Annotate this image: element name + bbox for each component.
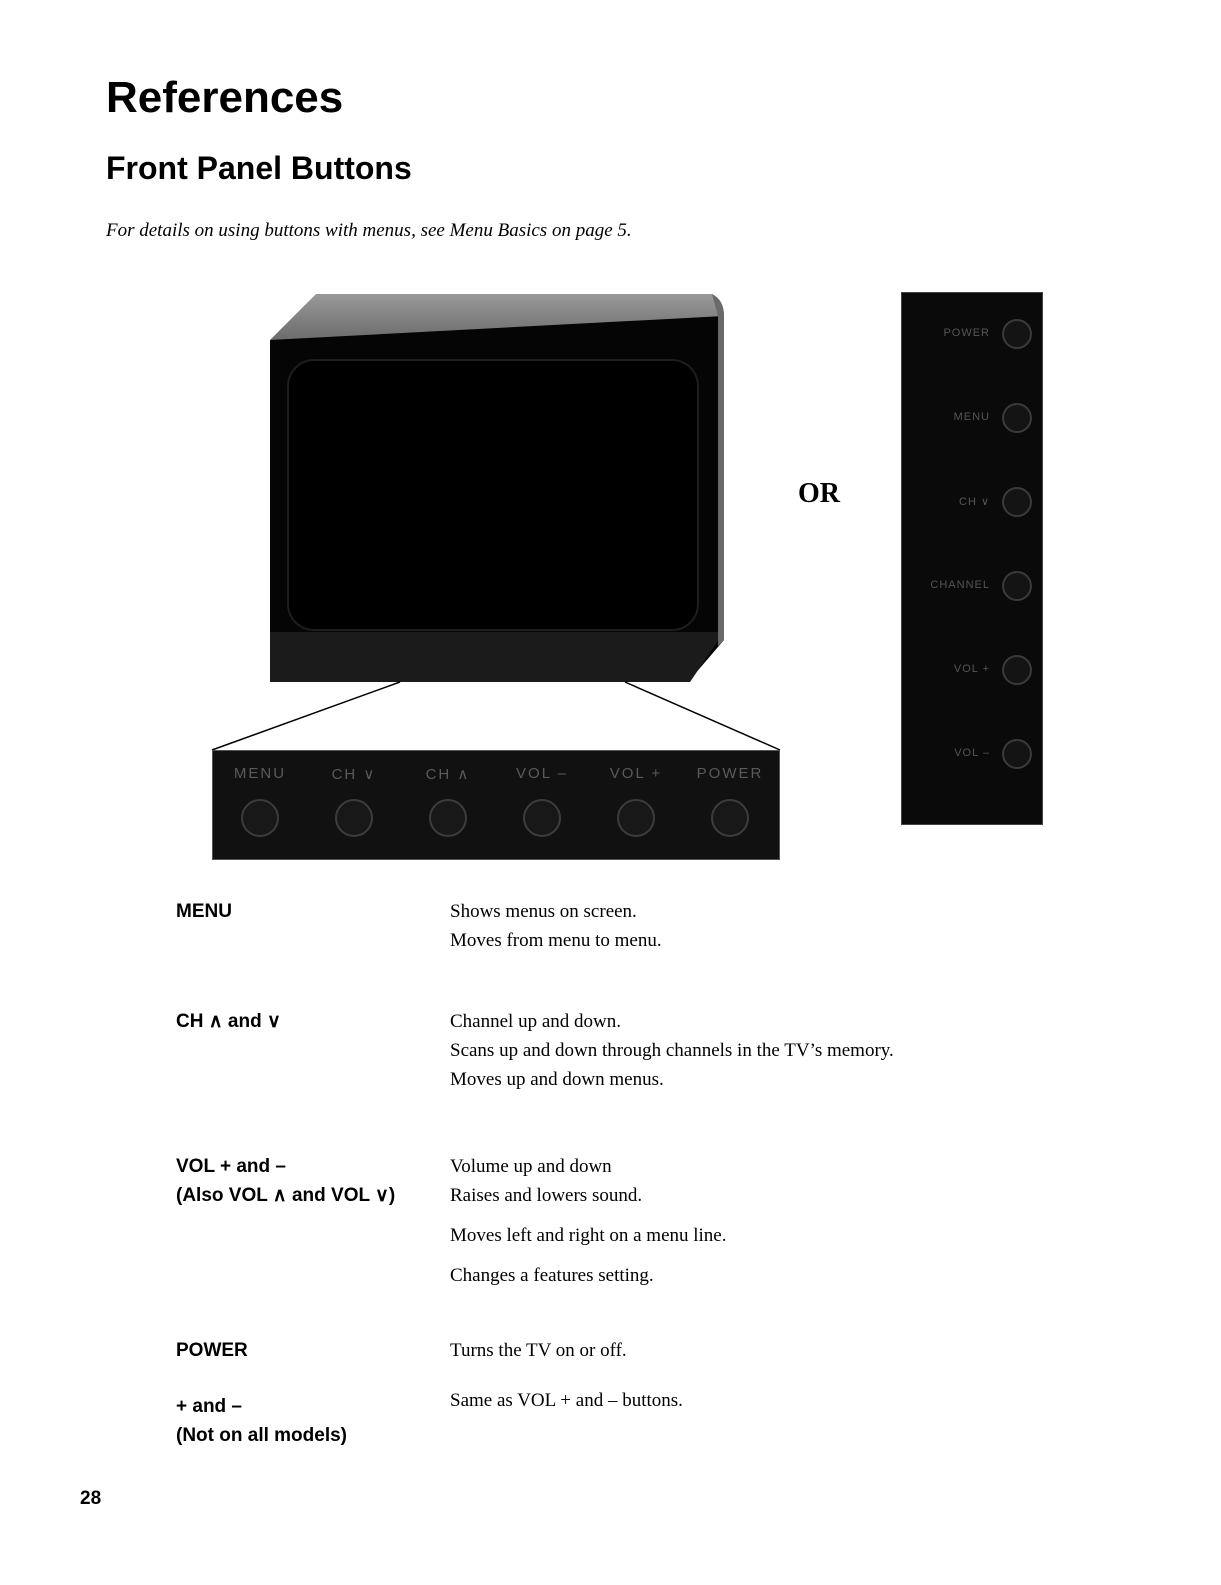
- side-vol-up: VOL +: [902, 641, 1044, 701]
- side-vol-up-label: VOL +: [953, 663, 990, 675]
- volume-up-button[interactable]: [617, 799, 655, 837]
- page-title: References: [106, 73, 344, 122]
- def-line: Raises and lowers sound.: [450, 1185, 643, 1206]
- def-line: Moves from menu to menu.: [450, 930, 662, 951]
- strip-vol-down-label: VOL –: [516, 765, 568, 782]
- zoom-line-right: [624, 681, 781, 751]
- power-button[interactable]: [711, 799, 749, 837]
- term-line: + and –: [176, 1396, 242, 1417]
- side-vol-down: VOL –: [902, 725, 1044, 785]
- def-menu: Shows menus on screen. Moves from menu t…: [450, 897, 662, 955]
- volume-down-button[interactable]: [523, 799, 561, 837]
- side-menu-button[interactable]: [1002, 403, 1032, 433]
- side-vol-down-label: VOL –: [954, 747, 990, 759]
- side-power: POWER: [902, 305, 1044, 365]
- term-channel: CH ∧ and ∨: [176, 1007, 281, 1036]
- strip-ch-up: CH ∧: [401, 751, 495, 861]
- side-panel: POWER MENU CH ∨ CHANNEL VOL + VOL –: [901, 292, 1043, 825]
- strip-ch-down-label: CH ∨: [331, 766, 377, 783]
- term-power: POWER: [176, 1336, 248, 1365]
- term-line: POWER: [176, 1340, 248, 1361]
- strip-ch-up-label: CH ∧: [425, 766, 471, 783]
- def-volume: Volume up and down Raises and lowers sou…: [450, 1152, 727, 1290]
- term-line: VOL + and –: [176, 1156, 286, 1177]
- def-line: Moves up and down menus.: [450, 1069, 664, 1090]
- intro-note: For details on using buttons with menus,…: [106, 220, 632, 241]
- side-volume-down-button[interactable]: [1002, 739, 1032, 769]
- or-label: OR: [798, 478, 840, 509]
- side-ch-down: CH ∨: [902, 473, 1044, 533]
- page-number: 28: [80, 1488, 102, 1509]
- side-menu-label: MENU: [953, 411, 990, 423]
- channel-up-button[interactable]: [429, 799, 467, 837]
- def-line: Shows menus on screen.: [450, 901, 637, 922]
- term-plus-minus: + and – (Not on all models): [176, 1392, 347, 1450]
- tv-side-bevel: [712, 294, 724, 646]
- tv-screen: [287, 359, 699, 631]
- def-line: Turns the TV on or off.: [450, 1340, 627, 1361]
- def-channel: Channel up and down. Scans up and down t…: [450, 1007, 894, 1094]
- channel-down-button[interactable]: [335, 799, 373, 837]
- term-volume: VOL + and – (Also VOL ∧ and VOL ∨): [176, 1152, 395, 1210]
- side-channel-up-button[interactable]: [1002, 571, 1032, 601]
- strip-vol-down: VOL –: [495, 751, 589, 861]
- side-menu: MENU: [902, 389, 1044, 449]
- term-line: MENU: [176, 901, 232, 922]
- strip-power-label: POWER: [696, 765, 764, 782]
- side-ch-down-label: CH ∨: [959, 496, 990, 508]
- side-power-label: POWER: [943, 327, 990, 339]
- def-line: Volume up and down: [450, 1156, 612, 1177]
- def-line: Scans up and down through channels in th…: [450, 1040, 894, 1061]
- section-title: Front Panel Buttons: [106, 150, 412, 186]
- def-line: Channel up and down.: [450, 1011, 621, 1032]
- term-line: (Not on all models): [176, 1425, 347, 1446]
- front-panel-strip: MENU CH ∨ CH ∧ VOL – VOL + POWER: [212, 750, 780, 860]
- term-menu: MENU: [176, 897, 232, 926]
- side-channel-label: CHANNEL: [930, 579, 990, 591]
- side-volume-up-button[interactable]: [1002, 655, 1032, 685]
- def-plus-minus: Same as VOL + and – buttons.: [450, 1386, 683, 1415]
- menu-button[interactable]: [241, 799, 279, 837]
- side-power-button[interactable]: [1002, 319, 1032, 349]
- strip-vol-up-label: VOL +: [609, 765, 663, 782]
- strip-menu: MENU: [213, 751, 307, 861]
- side-channel: CHANNEL: [902, 557, 1044, 617]
- strip-menu-label: MENU: [233, 765, 287, 782]
- zoom-line-left: [211, 681, 401, 751]
- side-channel-down-button[interactable]: [1002, 487, 1032, 517]
- def-line: Changes a features setting.: [450, 1265, 654, 1286]
- def-power: Turns the TV on or off.: [450, 1336, 627, 1365]
- def-line: Same as VOL + and – buttons.: [450, 1390, 683, 1411]
- term-line: (Also VOL ∧ and VOL ∨): [176, 1185, 396, 1206]
- strip-vol-up: VOL +: [589, 751, 683, 861]
- term-line: CH ∧ and ∨: [176, 1011, 281, 1032]
- tv-illustration: [211, 294, 781, 751]
- strip-ch-down: CH ∨: [307, 751, 401, 861]
- def-line: Moves left and right on a menu line.: [450, 1225, 727, 1246]
- tv-base: [270, 632, 724, 682]
- strip-power: POWER: [683, 751, 777, 861]
